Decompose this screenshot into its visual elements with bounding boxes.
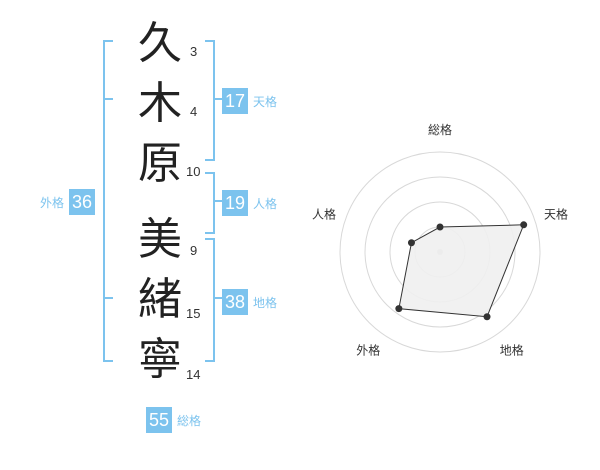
radar-data-polygon [398, 224, 525, 318]
stroke-count-6: 14 [186, 367, 201, 382]
chikaku-bracket [205, 238, 215, 362]
gaikaku-badge: 外格 36 [35, 189, 96, 215]
stroke-count-3: 10 [186, 164, 201, 179]
jinkaku-label: 人格 [253, 196, 278, 211]
tenkaku-label: 天格 [253, 94, 278, 109]
bracket-tick [103, 297, 113, 299]
jinkaku-value: 19 [222, 190, 248, 216]
name-char-2: 木 [138, 78, 182, 129]
jinkaku-badge: 19 人格 [222, 190, 282, 216]
bracket-tick [103, 98, 113, 100]
name-char-3: 原 [138, 138, 182, 189]
stroke-count-5: 15 [186, 306, 201, 321]
name-char-4: 美 [138, 214, 182, 265]
tenkaku-badge: 17 天格 [222, 88, 282, 114]
radar-point-3 [483, 313, 491, 321]
name-char-1: 久 [138, 18, 182, 69]
soukaku-label: 総格 [177, 413, 202, 428]
radar-point-1 [436, 223, 444, 231]
radar-ring [339, 151, 541, 353]
radar-point-2 [520, 221, 528, 229]
gaikaku-label: 外格 [40, 195, 65, 210]
radar-axis-label: 総格 [428, 122, 452, 137]
name-char-6: 寧 [138, 334, 182, 385]
bracket-tick [215, 297, 225, 299]
radar-point-4 [395, 305, 403, 313]
stroke-count-4: 9 [190, 243, 198, 258]
chikaku-label: 地格 [253, 295, 278, 310]
radar-point-5 [407, 239, 415, 247]
name-char-5: 緒 [138, 274, 182, 325]
gaikaku-bracket [103, 40, 113, 362]
soukaku-value: 55 [146, 407, 172, 433]
tenkaku-value: 17 [222, 88, 248, 114]
bracket-tick [215, 98, 225, 100]
bracket-tick [215, 200, 225, 202]
chikaku-badge: 38 地格 [222, 289, 282, 315]
gaikaku-value: 36 [69, 189, 96, 215]
jinkaku-bracket [205, 172, 215, 234]
radar-axis-label: 天格 [544, 206, 568, 221]
stroke-count-1: 3 [190, 44, 198, 59]
radar-axis-label: 外格 [356, 343, 380, 358]
chikaku-value: 38 [222, 289, 248, 315]
stroke-count-2: 4 [190, 104, 198, 119]
radar-axis-label: 地格 [500, 343, 524, 358]
tenkaku-bracket [205, 40, 215, 161]
soukaku-badge: 55 総格 [146, 407, 206, 433]
radar-axis-label: 人格 [312, 206, 336, 221]
radar-ring [364, 176, 516, 328]
